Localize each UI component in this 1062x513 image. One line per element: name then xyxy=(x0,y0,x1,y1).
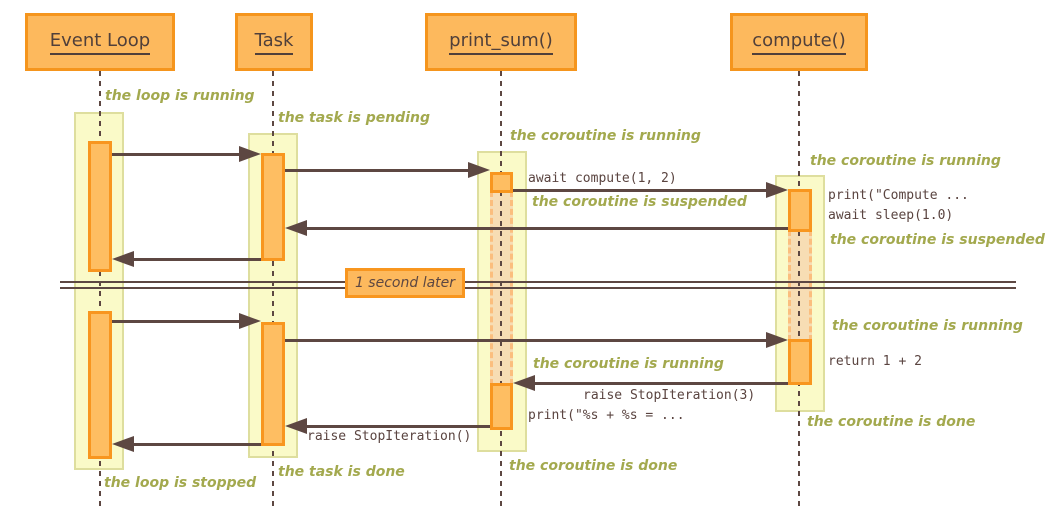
activation-event-loop-2 xyxy=(88,311,112,459)
arrowhead-icon xyxy=(766,182,788,198)
message-label-stopiteration-3: raise StopIteration(3) xyxy=(583,388,756,403)
state-note-task-pending: the task is pending xyxy=(278,110,430,126)
arrowhead-icon xyxy=(112,436,134,452)
activation-task-2 xyxy=(261,322,285,446)
participant-task: Task xyxy=(235,13,313,71)
message-label-print-compute: print("Compute ... xyxy=(828,188,969,203)
activation-compute-1 xyxy=(788,189,812,232)
arrowhead-icon xyxy=(239,313,261,329)
divider-label: 1 second later xyxy=(354,275,456,291)
state-note-printsum-done: the coroutine is done xyxy=(509,458,678,474)
message-label-stopiteration: raise StopIteration() xyxy=(307,429,472,444)
arrow-compute-to-task xyxy=(285,220,788,236)
arrowhead-icon xyxy=(285,220,307,236)
state-note-printsum-running-2: the coroutine is running xyxy=(533,356,724,372)
message-label-print-result: print("%s + %s = ... xyxy=(528,408,685,423)
participant-compute: compute() xyxy=(730,13,868,71)
suspended-activation-compute xyxy=(788,230,812,341)
activation-print-sum-1 xyxy=(490,172,513,193)
arrow-eventloop-to-task-1 xyxy=(112,146,261,162)
activation-print-sum-2 xyxy=(490,383,513,430)
lifeline-event-loop xyxy=(99,71,101,507)
activation-event-loop-1 xyxy=(88,141,112,272)
arrow-printsum-to-compute xyxy=(513,182,788,198)
state-note-loop-running: the loop is running xyxy=(105,88,255,104)
arrow-task-to-eventloop-2 xyxy=(112,436,261,452)
arrowhead-icon xyxy=(112,251,134,267)
activation-compute-2 xyxy=(788,339,812,385)
participant-label: compute() xyxy=(752,30,846,55)
divider-line-bottom xyxy=(60,287,1016,289)
lifeline-task xyxy=(272,71,274,507)
arrow-eventloop-to-task-2 xyxy=(112,313,261,329)
divider-line-top xyxy=(60,281,1016,283)
participant-print-sum: print_sum() xyxy=(425,13,577,71)
arrowhead-icon xyxy=(766,332,788,348)
state-note-printsum-suspended: the coroutine is suspended xyxy=(532,194,747,210)
message-label-return: return 1 + 2 xyxy=(828,354,922,369)
state-note-printsum-running-1: the coroutine is running xyxy=(510,128,701,144)
message-label-await-sleep: await sleep(1.0) xyxy=(828,208,954,223)
lifeline-print-sum xyxy=(500,71,502,507)
state-note-compute-running-1: the coroutine is running xyxy=(810,153,1001,169)
state-note-loop-stopped: the loop is stopped xyxy=(104,475,257,491)
state-note-compute-done: the coroutine is done xyxy=(807,414,976,430)
arrowhead-icon xyxy=(468,162,490,178)
arrow-task-to-eventloop-1 xyxy=(112,251,261,267)
state-note-task-done: the task is done xyxy=(278,464,405,480)
arrow-task-to-printsum-1 xyxy=(285,162,490,178)
participant-label: Task xyxy=(254,30,294,55)
arrow-printsum-to-task xyxy=(285,418,490,434)
arrowhead-icon xyxy=(513,375,535,391)
state-note-compute-suspended: the coroutine is suspended xyxy=(830,232,1045,248)
arrowhead-icon xyxy=(285,418,307,434)
lifeline-compute xyxy=(798,71,800,507)
participant-label: Event Loop xyxy=(49,30,151,55)
activation-task-1 xyxy=(261,153,285,261)
divider-label-box: 1 second later xyxy=(345,268,465,298)
arrowhead-icon xyxy=(239,146,261,162)
arrow-task-to-compute xyxy=(285,332,788,348)
message-label-await-compute: await compute(1, 2) xyxy=(528,171,677,186)
arrow-compute-to-printsum xyxy=(513,375,788,391)
state-note-compute-running-2: the coroutine is running xyxy=(832,318,1023,334)
participant-event-loop: Event Loop xyxy=(25,13,175,71)
participant-label: print_sum() xyxy=(449,30,553,55)
